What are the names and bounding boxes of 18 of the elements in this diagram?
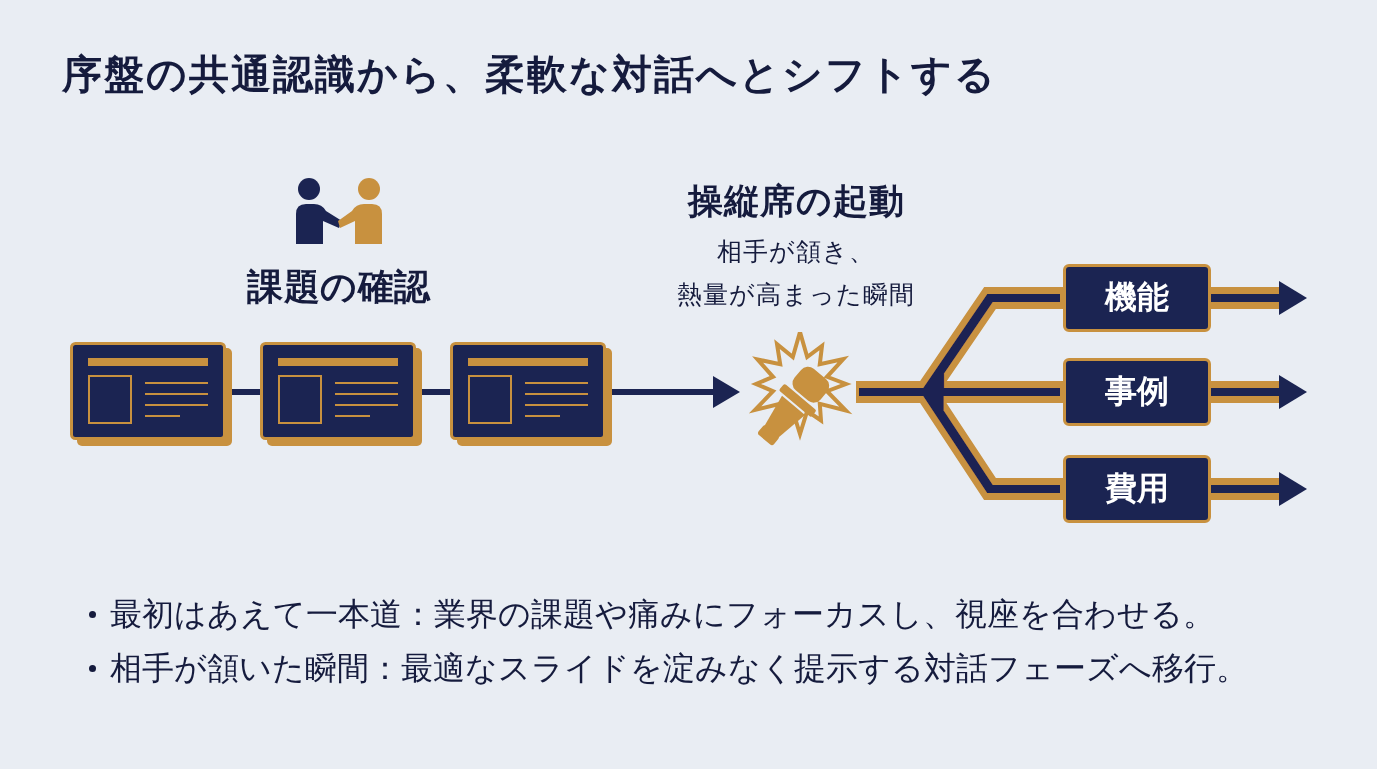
section-heading: 課題の確認	[247, 265, 431, 309]
branch-arrow	[1211, 375, 1307, 409]
topic-box: 事例	[1063, 358, 1211, 426]
topic-box: 機能	[1063, 264, 1211, 332]
slide-picture	[260, 342, 422, 446]
arrow	[612, 376, 740, 408]
topic-box: 費用	[1063, 455, 1211, 523]
connector-line	[232, 389, 260, 395]
caption-text: 相手が頷き、熱量が高まった瞬間	[676, 236, 916, 311]
slide-picture	[450, 342, 612, 446]
slide-title: 序盤の共通認識から、柔軟な対話へとシフトする	[62, 50, 997, 98]
bullet-text: 相手が頷いた瞬間：最適なスライドを淀みなく提示する対話フェーズへ移行。	[110, 648, 1248, 688]
slide-picture	[70, 342, 232, 446]
section-heading: 操縦席の起動	[687, 180, 905, 223]
bullet-text: 最初はあえて一本道：業界の課題や痛みにフォーカスし、視座を合わせる。	[110, 594, 1215, 634]
branch-arrow	[1211, 281, 1307, 315]
connector-line	[422, 389, 450, 395]
branch-arrow	[1211, 472, 1307, 506]
